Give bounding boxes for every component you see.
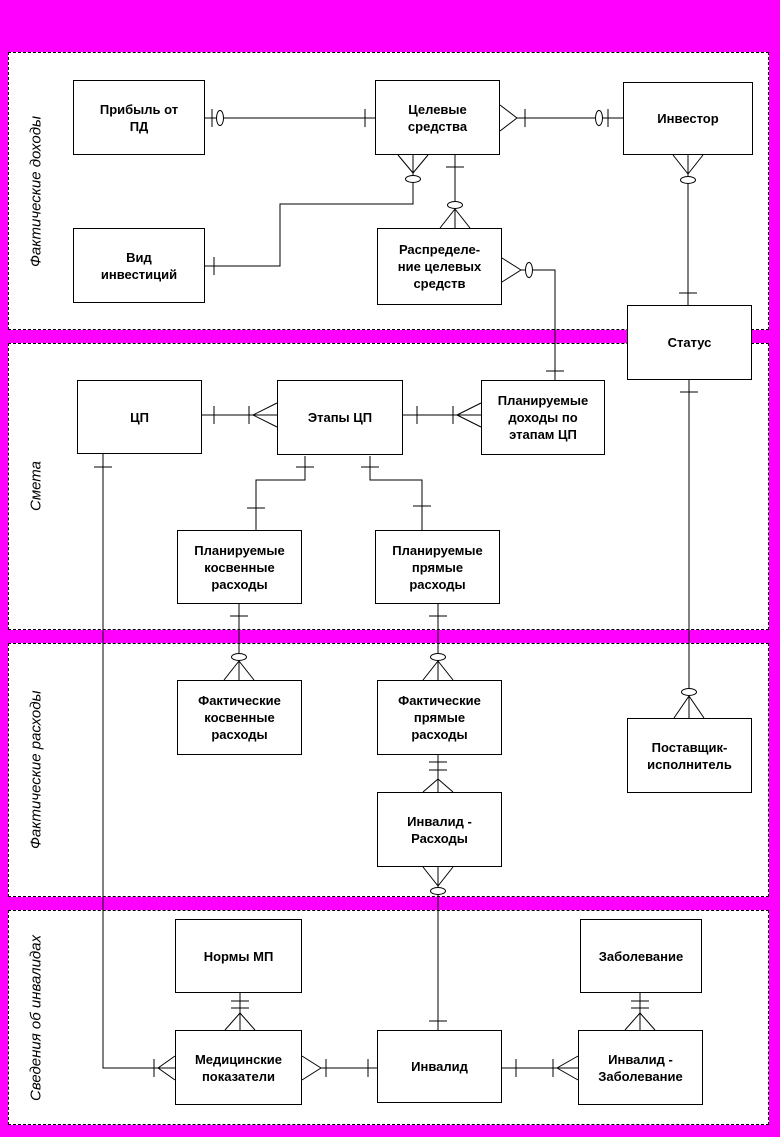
connector-disease-to-disableddisease: [624, 993, 656, 1031]
connector-targetfunds-to-investmenttype: [205, 154, 429, 275]
entity-investor[interactable]: Инвестор: [623, 82, 753, 155]
connector-norms-to-medicalindicators: [224, 993, 256, 1031]
connector-disabledexpenses-to-disabled: [422, 866, 454, 1030]
entity-target-funds-distribution[interactable]: Распределе- ние целевых средств: [377, 228, 502, 305]
entity-investment-type[interactable]: Вид инвестиций: [73, 228, 205, 303]
optional-circle-icon: [447, 201, 463, 209]
connector-cp-to-stages: [202, 402, 278, 428]
optional-circle-icon: [525, 262, 533, 278]
optional-circle-icon: [231, 653, 247, 661]
entity-disease[interactable]: Заболевание: [580, 919, 702, 993]
entity-actual-direct-expenses[interactable]: Фактические прямые расходы: [377, 680, 502, 755]
connector-profit-to-targetfunds: [205, 109, 375, 127]
optional-circle-icon: [216, 110, 224, 126]
optional-circle-icon: [680, 176, 696, 184]
entity-status[interactable]: Статус: [627, 305, 752, 380]
entity-target-funds[interactable]: Целевые средства: [375, 80, 500, 155]
entity-cp[interactable]: ЦП: [77, 380, 202, 454]
entity-medical-indicators[interactable]: Медицинские показатели: [175, 1030, 302, 1105]
entity-profit-from-pd[interactable]: Прибыль от ПД: [73, 80, 205, 155]
entity-supplier-executor[interactable]: Поставщик- исполнитель: [627, 718, 752, 793]
entity-mp-norms[interactable]: Нормы МП: [175, 919, 302, 993]
optional-circle-icon: [405, 175, 421, 183]
connector-cp-to-medicalindicators: [94, 454, 176, 1081]
connector-plannedindirect-to-actualindirect: [223, 604, 255, 681]
optional-circle-icon: [595, 110, 603, 126]
optional-circle-icon: [681, 688, 697, 696]
entity-planned-direct-expenses[interactable]: Планируемые прямые расходы: [375, 530, 500, 604]
optional-circle-icon: [430, 653, 446, 661]
entity-disabled[interactable]: Инвалид: [377, 1030, 502, 1103]
connector-targetfunds-to-distribution: [439, 155, 471, 229]
entity-planned-income-by-stages[interactable]: Планируемые доходы по этапам ЦП: [481, 380, 605, 455]
connector-medicalindicators-to-disabled: [301, 1055, 377, 1081]
entity-disabled-disease[interactable]: Инвалид - Заболевание: [578, 1030, 703, 1105]
connector-disabled-to-disableddisease: [502, 1055, 579, 1081]
optional-circle-icon: [430, 887, 446, 895]
connector-actualdirect-to-disabledexpenses: [422, 755, 454, 793]
connector-stages-to-plannedindirect: [247, 456, 314, 530]
entity-disabled-expenses[interactable]: Инвалид - Расходы: [377, 792, 502, 867]
entity-actual-indirect-expenses[interactable]: Фактические косвенные расходы: [177, 680, 302, 755]
connector-stages-to-planneddirect: [361, 456, 431, 530]
connector-stages-to-plannedincome: [403, 402, 482, 428]
connector-targetfunds-to-investor: [499, 104, 623, 132]
connector-investor-to-status: [672, 154, 704, 305]
entity-planned-indirect-expenses[interactable]: Планируемые косвенные расходы: [177, 530, 302, 604]
connector-planneddirect-to-actualdirect: [422, 604, 454, 681]
entity-cp-stages[interactable]: Этапы ЦП: [277, 380, 403, 455]
connector-distribution-to-plannedincome: [501, 257, 564, 380]
connector-status-to-supplier: [673, 380, 705, 719]
